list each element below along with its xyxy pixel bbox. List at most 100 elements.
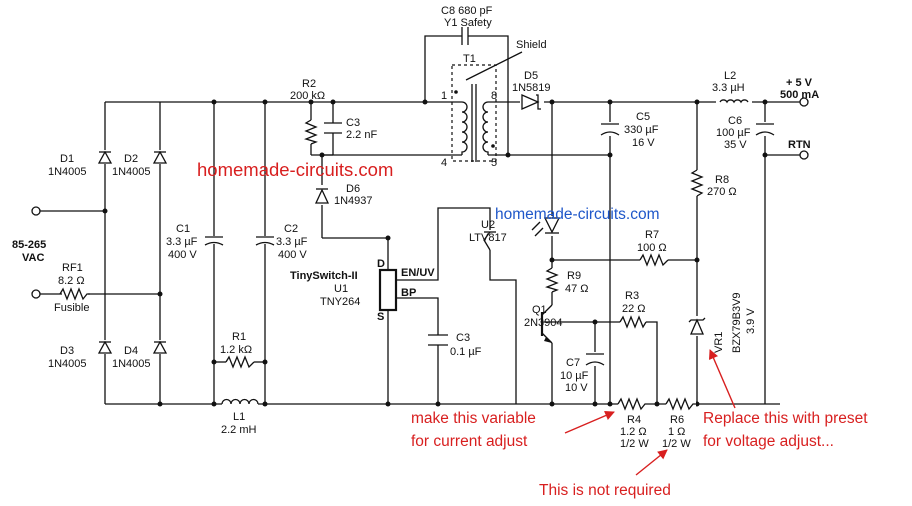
c5-value: 330 µF [624,124,659,136]
l2-ref: L2 [724,70,736,82]
annotations: make this variable for current adjust Re… [411,349,868,499]
r8-resistor [690,169,704,197]
u1-pin-s: S [377,311,384,323]
d6-value: 1N4937 [334,195,373,207]
c6-cap [755,122,775,136]
d2-ref: D2 [124,153,138,165]
c7-rating: 10 V [565,382,588,394]
r7-resistor [639,253,669,267]
r4-r6-resistors [617,396,696,411]
not-required-note: This is not required [539,482,671,499]
t1-pin5: 5 [491,157,497,169]
r9-ref: R9 [567,270,581,282]
r1-resistor [225,355,255,369]
l1-ref: L1 [233,411,245,423]
out-terminal-plus [799,97,809,107]
r3-resistor [619,315,647,329]
r9-resistor [545,267,559,293]
voltage-note-line1: Replace this with preset [703,410,868,427]
u2-ref: U2 [481,219,495,231]
c2-ref: C2 [284,223,298,235]
vr1-zener [688,316,706,336]
d5-diode [521,94,541,110]
d2-value: 1N4005 [112,166,151,178]
c8-y-cap [461,27,469,45]
c7-value: 10 µF [560,370,589,382]
output-voltage: + 5 V [786,77,813,89]
rf1-ref: RF1 [62,262,83,274]
c1-rating: 400 V [168,249,197,261]
d3-value: 1N4005 [48,358,87,370]
u1-family: TinySwitch-II [290,270,358,282]
bridge-diodes [97,150,168,354]
d1-value: 1N4005 [48,166,87,178]
ac-terminal-2 [31,289,41,299]
terminals [31,97,809,299]
q1-transistor [540,312,552,343]
d5-value: 1N5819 [512,82,551,94]
r4-value: 1.2 Ω [620,426,647,438]
r4-ref: R4 [627,414,641,426]
r8-ref: R8 [715,174,729,186]
r2-resistor [304,119,318,145]
d5-ref: D5 [524,70,538,82]
d6-diode [314,188,330,204]
c3-snubber-cap [324,122,342,134]
c7-ref: C7 [566,357,580,369]
c1-value: 3.3 µF [166,236,198,248]
labels: D1 1N4005 D2 1N4005 D3 1N4005 D4 1N4005 … [12,5,819,450]
r2-value: 200 kΩ [290,90,325,102]
d4-value: 1N4005 [112,358,151,370]
d3-ref: D3 [60,345,74,357]
u1-ref: U1 [334,283,348,295]
r6-value: 1 Ω [668,426,685,438]
u1-value: TNY264 [320,296,360,308]
l2-value: 3.3 µH [712,82,745,94]
current-note-line1: make this variable [411,410,536,427]
rf1-note: Fusible [54,302,89,314]
l1-inductor [221,396,259,408]
r3-value: 22 Ω [622,303,646,315]
vr1-value: BZX79B3V9 [731,292,743,353]
t1-pin1: 1 [441,90,447,102]
l2-inductor [716,94,752,106]
d1-ref: D1 [60,153,74,165]
u1-pin-en: EN/UV [401,267,435,279]
input-unit: VAC [22,252,44,264]
c5-cap [600,122,620,136]
vr1-ref: VR1 [713,332,725,353]
c5-rating: 16 V [632,137,655,149]
u1-pin-bp: BP [401,287,416,299]
not-required-arrow [635,449,668,476]
t1-ref: T1 [463,53,476,65]
r3-ref: R3 [625,290,639,302]
d4-ref: D4 [124,345,138,357]
d6-ref: D6 [346,183,360,195]
q1-ref: Q1 [532,304,547,316]
u2-optocoupler [483,217,561,251]
c5-ref: C5 [636,111,650,123]
output-current: 500 mA [780,89,819,101]
voltage-arrow [708,349,736,409]
c3b-ref: C3 [456,332,470,344]
c2-rating: 400 V [278,249,307,261]
c8-ref: C8 680 pF [441,5,493,17]
c3b-value: 0.1 µF [450,346,482,358]
t1-pin8: 8 [491,90,497,102]
current-arrow [564,410,615,434]
watermark-red: homemade-circuits.com [197,159,393,180]
q1-value: 2N3904 [524,317,563,329]
r1-value: 1.2 kΩ [220,344,252,356]
r6-rating: 1/2 W [662,438,691,450]
watermark-blue: homemade-circuits.com [495,206,660,223]
c6-ref: C6 [728,115,742,127]
out-terminal-rtn [799,150,809,160]
r6-ref: R6 [670,414,684,426]
r7-ref: R7 [645,229,659,241]
c3a-ref: C3 [346,117,360,129]
junctions [102,99,768,407]
c6-value: 100 µF [716,127,751,139]
t1-shield: Shield [516,39,547,51]
rf1-resistor [59,287,90,301]
